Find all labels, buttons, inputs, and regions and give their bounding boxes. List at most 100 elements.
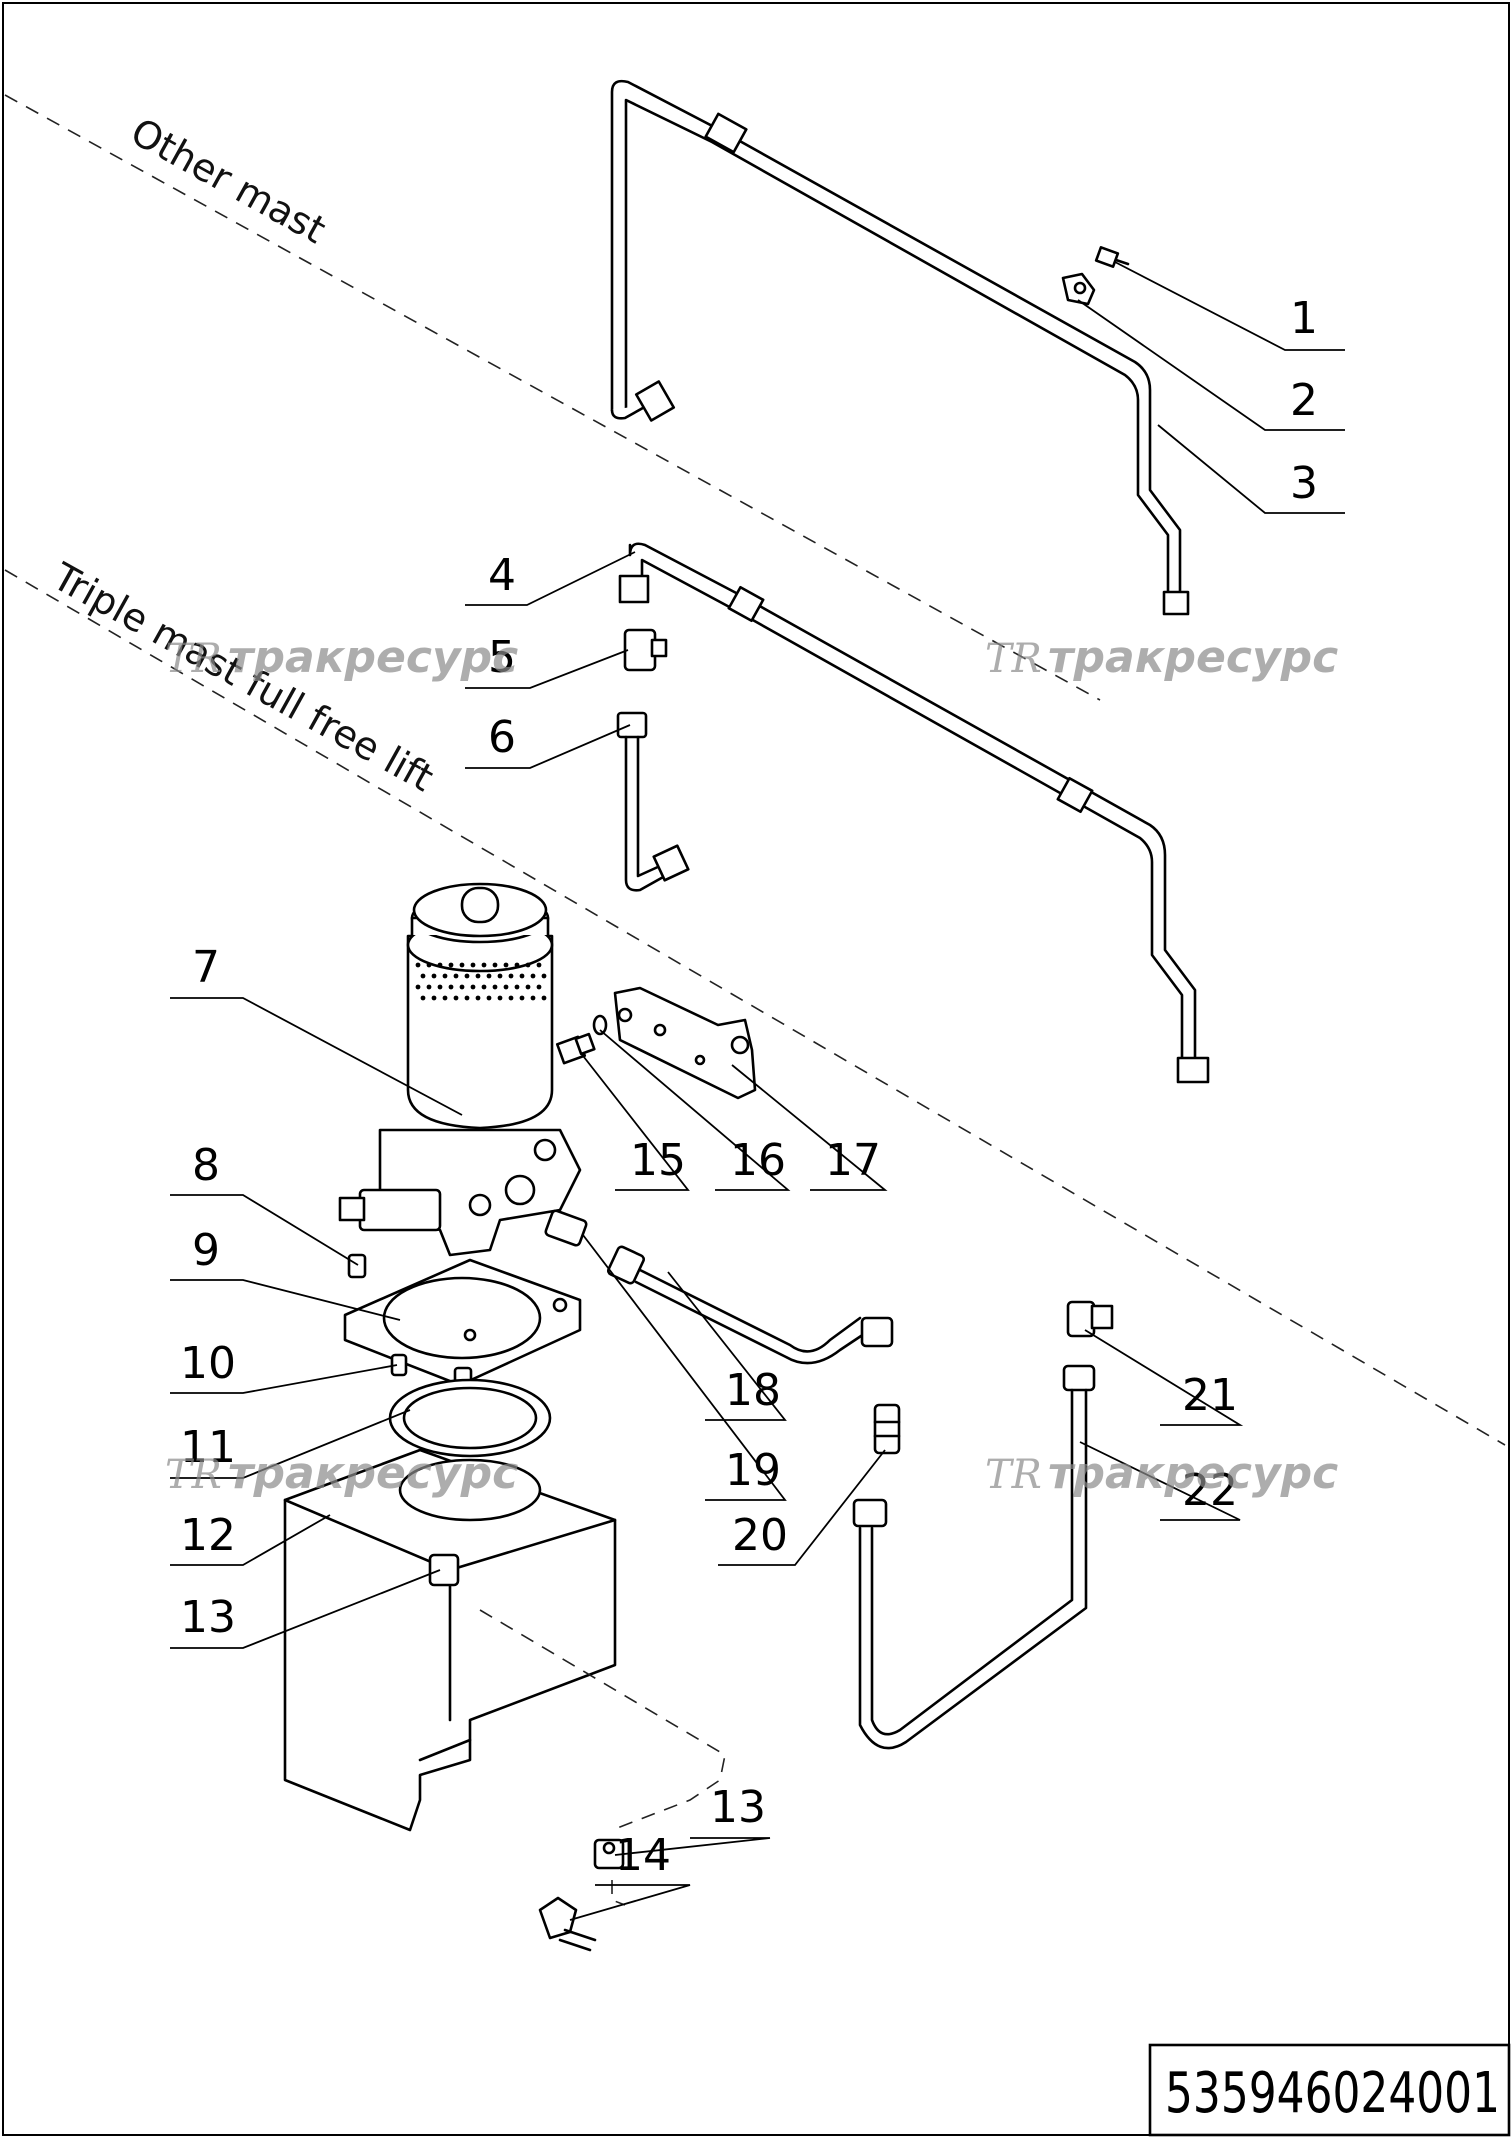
- watermark-logo: TR: [165, 636, 222, 682]
- fitting-part-20: [873, 1403, 901, 1455]
- motor-vent-hole: [475, 995, 481, 1001]
- callouts: 1 2 3 4 5 6 7 8 9 10 11 12 13 13 14 15 1…: [180, 293, 1318, 1881]
- callout-7: 7: [192, 942, 220, 993]
- pipe-other-mast: [610, 79, 1190, 616]
- motor-vent-hole: [426, 984, 432, 990]
- washer-part-16: [592, 1014, 608, 1036]
- divider-other-mast: [4, 94, 1101, 701]
- motor-vent-hole: [486, 973, 492, 979]
- callout-13-lower: 13: [710, 1782, 766, 1833]
- motor-vent-hole: [448, 962, 454, 968]
- callout-3: 3: [1290, 458, 1318, 509]
- bolt-part-1: [1094, 246, 1130, 268]
- watermark-logo: TR: [985, 636, 1042, 682]
- watermark-text: тракресурс: [228, 1448, 518, 1499]
- motor-vent-hole: [475, 973, 481, 979]
- callout-13-upper: 13: [180, 1592, 236, 1643]
- drawing-number: 535946024001: [1165, 2061, 1500, 2126]
- mounting-plate-part-9: [343, 1258, 582, 1387]
- motor-vent-hole: [415, 984, 421, 990]
- clip-part-2: [1061, 272, 1096, 306]
- motor-vent-hole: [514, 984, 520, 990]
- tee-fitting-part-5: [623, 628, 668, 672]
- watermark-text: тракресурс: [1048, 632, 1338, 683]
- motor-vent-hole: [442, 995, 448, 1001]
- motor-vent-hole: [486, 995, 492, 1001]
- title-block: 535946024001: [1148, 2043, 1511, 2137]
- bracket-part-17: [613, 986, 757, 1100]
- motor-vent-hole: [503, 962, 509, 968]
- hidden-hose-route-2: [611, 1880, 626, 1906]
- motor-vent-hole: [415, 962, 421, 968]
- zone-label-other-mast: Other mast: [124, 109, 333, 252]
- motor-vent-hole: [492, 984, 498, 990]
- bolt-part-15: [555, 1032, 596, 1065]
- motor-vent-hole: [420, 995, 426, 1001]
- motor-vent-hole: [525, 984, 531, 990]
- motor-vent-hole: [514, 962, 520, 968]
- watermark-bottom-left: TR тракресурс: [165, 1448, 518, 1499]
- motor-vent-hole: [453, 973, 459, 979]
- callout-18: 18: [725, 1365, 781, 1416]
- watermark-bottom-right: TR тракресурс: [985, 1448, 1338, 1499]
- motor-vent-hole: [541, 995, 547, 1001]
- motor-vent-hole: [464, 995, 470, 1001]
- motor-vent-hole: [470, 962, 476, 968]
- motor-vent-hole: [442, 973, 448, 979]
- callout-8: 8: [192, 1140, 220, 1191]
- motor-vent-hole: [426, 962, 432, 968]
- pipe-part-22: [852, 1364, 1096, 1750]
- callout-12: 12: [180, 1510, 236, 1561]
- callout-11: 11: [180, 1422, 236, 1473]
- elbow-fitting-part-14: [538, 1896, 597, 1952]
- callout-1: 1: [1290, 293, 1318, 344]
- callout-22: 22: [1182, 1465, 1238, 1516]
- callout-5: 5: [488, 632, 516, 683]
- motor-vent-hole: [437, 984, 443, 990]
- motor-vent-hole: [541, 973, 547, 979]
- motor-vent-hole: [497, 973, 503, 979]
- bolt-part-8: [347, 1253, 367, 1279]
- motor-vent-hole: [497, 995, 503, 1001]
- motor-vent-hole: [536, 984, 542, 990]
- motor-vent-hole: [420, 973, 426, 979]
- motor-vent-hole: [519, 995, 525, 1001]
- motor-vent-hole: [437, 962, 443, 968]
- callout-10: 10: [180, 1338, 236, 1389]
- motor-vent-hole: [459, 962, 465, 968]
- leader-lines: [170, 261, 1345, 1921]
- motor-vent-hole: [431, 995, 437, 1001]
- motor-vent-hole: [530, 973, 536, 979]
- motor-vent-hole: [481, 984, 487, 990]
- divider-triple-mast: [4, 569, 1506, 1446]
- drawing-number-box: [1148, 2043, 1511, 2137]
- callout-20: 20: [732, 1510, 788, 1561]
- motor-vent-hole: [530, 995, 536, 1001]
- motor-vent-hole: [508, 973, 514, 979]
- motor-vent-hole: [464, 973, 470, 979]
- callout-9: 9: [192, 1225, 220, 1276]
- watermark-logo: TR: [165, 1452, 222, 1498]
- pipe-triple-mast: [618, 542, 1210, 1084]
- callout-16: 16: [730, 1135, 786, 1186]
- callout-21: 21: [1182, 1370, 1238, 1421]
- hose-part-18: [606, 1245, 894, 1365]
- motor-vent-hole: [492, 962, 498, 968]
- watermark-top-left: TR тракресурс: [165, 632, 518, 683]
- watermark-text: тракресурс: [1048, 1448, 1338, 1499]
- motor-vent-hole: [448, 984, 454, 990]
- watermark-text: тракресурс: [228, 632, 518, 683]
- watermark-logo: TR: [985, 1452, 1042, 1498]
- motor-vent-hole: [508, 995, 514, 1001]
- motor-vent-hole: [525, 962, 531, 968]
- callout-17: 17: [825, 1135, 881, 1186]
- motor-vent-hole: [431, 973, 437, 979]
- callout-15: 15: [630, 1135, 686, 1186]
- callout-4: 4: [488, 550, 516, 601]
- motor-vent-hole: [453, 995, 459, 1001]
- pipe-part-6: [616, 711, 690, 892]
- watermark-top-right: TR тракресурс: [985, 632, 1338, 683]
- fitting-part-19: [544, 1209, 588, 1247]
